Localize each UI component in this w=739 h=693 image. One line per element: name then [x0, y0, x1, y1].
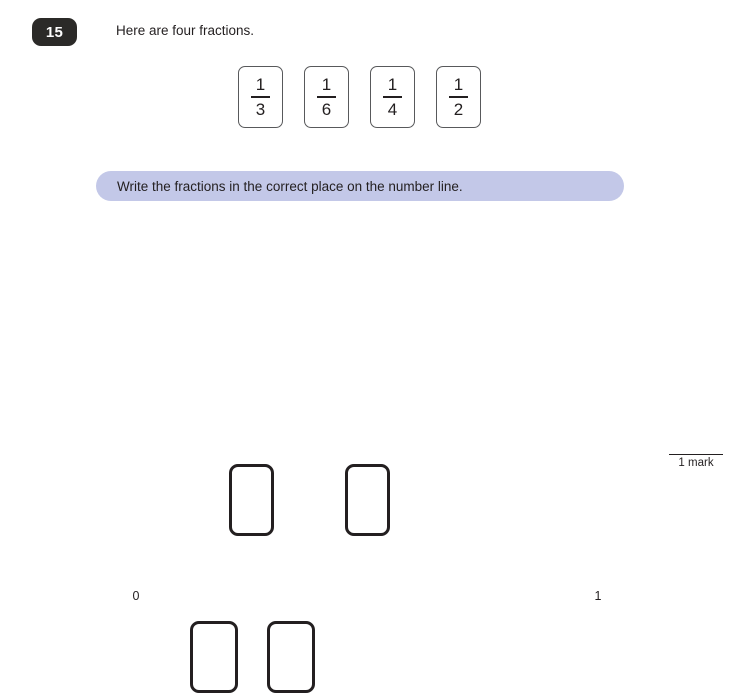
marks-box: 1 mark [669, 453, 723, 469]
axis-label-one: 1 [594, 589, 602, 603]
fraction-one-quarter: 1 4 [383, 76, 402, 118]
fraction-numerator: 1 [255, 75, 266, 95]
fraction-numerator: 1 [321, 75, 332, 95]
fraction-numerator: 1 [453, 75, 464, 95]
instruction-banner: Write the fractions in the correct place… [96, 171, 624, 201]
question-prompt: Here are four fractions. [116, 23, 255, 38]
fraction-bar-icon [251, 96, 270, 98]
fraction-bar-icon [317, 96, 336, 98]
number-line-workspace: 0 1 [0, 225, 739, 693]
fraction-card-row: 1 3 1 6 1 4 1 2 [238, 66, 481, 128]
fraction-bar-icon [383, 96, 402, 98]
fraction-card: 1 4 [370, 66, 415, 128]
answer-box-top-2[interactable] [345, 464, 390, 536]
fraction-one-third: 1 3 [251, 76, 270, 118]
fraction-bar-icon [449, 96, 468, 98]
fraction-numerator: 1 [387, 75, 398, 95]
answer-box-bottom-2[interactable] [267, 621, 315, 693]
answer-box-bottom-1[interactable] [190, 621, 238, 693]
fraction-one-half: 1 2 [449, 76, 468, 118]
number-line-graphic [0, 225, 739, 475]
fraction-card: 1 2 [436, 66, 481, 128]
fraction-one-sixth: 1 6 [317, 76, 336, 118]
fraction-denominator: 3 [255, 99, 266, 119]
fraction-card: 1 6 [304, 66, 349, 128]
question-number-badge: 15 [32, 18, 77, 46]
marks-rule-divider [669, 453, 723, 455]
marks-label: 1 mark [678, 457, 714, 469]
fraction-denominator: 4 [387, 99, 398, 119]
fraction-denominator: 6 [321, 99, 332, 119]
instruction-text: Write the fractions in the correct place… [117, 178, 463, 194]
fraction-denominator: 2 [453, 99, 464, 119]
fraction-card: 1 3 [238, 66, 283, 128]
answer-box-top-1[interactable] [229, 464, 274, 536]
axis-label-zero: 0 [132, 589, 140, 603]
